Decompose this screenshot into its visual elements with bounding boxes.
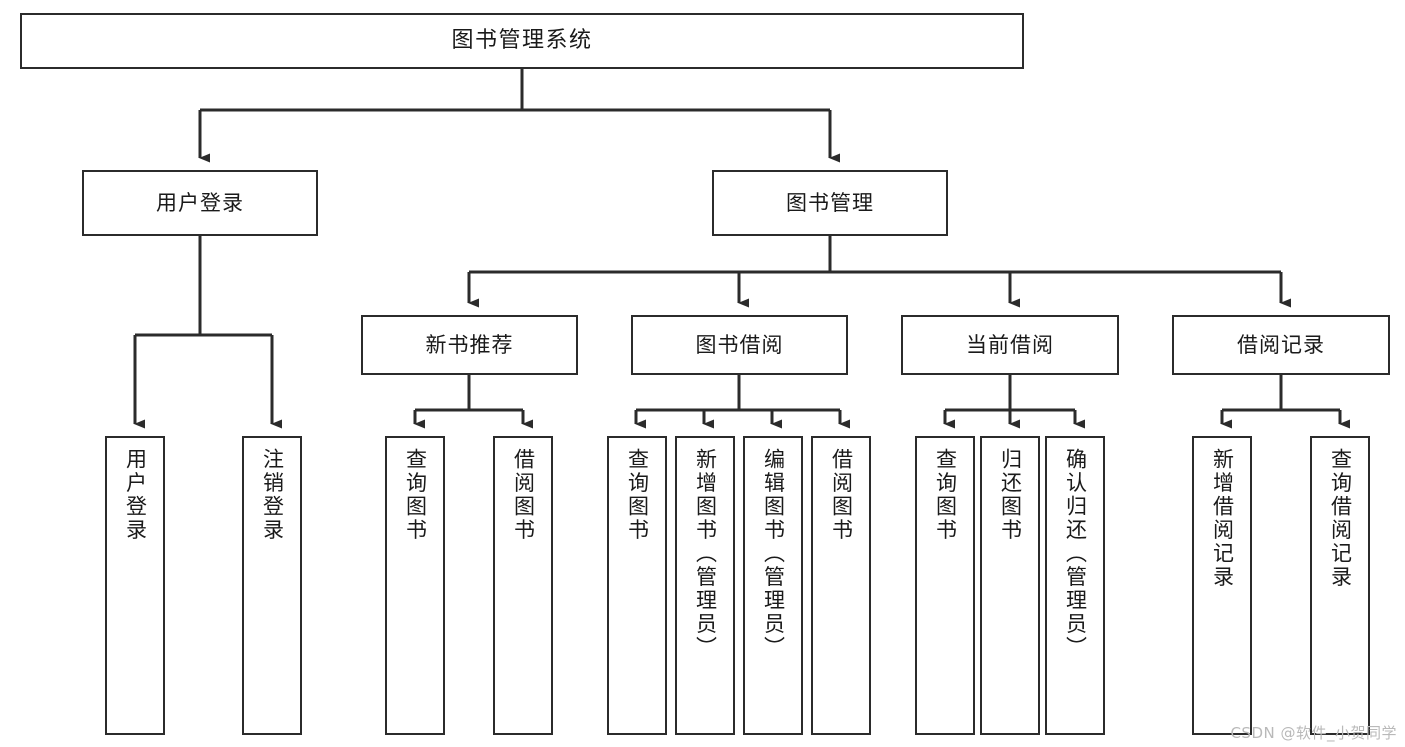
leaf-current-query-book[interactable]: 查询图书 — [915, 436, 975, 735]
leaf-current-return-book[interactable]: 归还图书 — [980, 436, 1040, 735]
node-user-login[interactable]: 用户登录 — [82, 170, 318, 236]
node-label: 图书管理 — [786, 190, 874, 215]
node-current-borrow[interactable]: 当前借阅 — [901, 315, 1119, 375]
node-borrow-record[interactable]: 借阅记录 — [1172, 315, 1390, 375]
node-label: 注销登录 — [260, 448, 285, 542]
leaf-user-login-login[interactable]: 用户登录 — [105, 436, 165, 735]
leaf-borrow-borrow-book[interactable]: 借阅图书 — [811, 436, 871, 735]
node-label: 新书推荐 — [425, 332, 514, 357]
node-label: 图书借阅 — [695, 332, 784, 357]
csdn-watermark: CSDN @软件_小贺同学 — [1230, 724, 1397, 742]
node-label: 归还图书 — [998, 448, 1023, 542]
node-label: 用户登录 — [156, 190, 244, 215]
leaf-borrow-query-book[interactable]: 查询图书 — [607, 436, 667, 735]
node-label: 查询图书 — [403, 448, 428, 542]
node-label: 图书管理系统 — [451, 28, 593, 54]
leaf-borrow-add-book-admin[interactable]: 新增图书（管理员） — [675, 436, 735, 735]
node-label: 用户登录 — [123, 448, 148, 542]
node-label: 确认归还（管理员） — [1063, 448, 1088, 660]
leaf-current-confirm-return-admin[interactable]: 确认归还（管理员） — [1045, 436, 1105, 735]
leaf-borrow-edit-book-admin[interactable]: 编辑图书（管理员） — [743, 436, 803, 735]
node-book-borrow[interactable]: 图书借阅 — [631, 315, 848, 375]
node-label: 编辑图书（管理员） — [761, 448, 786, 660]
node-new-book-recommend[interactable]: 新书推荐 — [361, 315, 578, 375]
leaf-recommend-borrow-book[interactable]: 借阅图书 — [493, 436, 553, 735]
leaf-record-query-record[interactable]: 查询借阅记录 — [1310, 436, 1370, 735]
node-label: 查询图书 — [933, 448, 958, 542]
leaf-record-add-record[interactable]: 新增借阅记录 — [1192, 436, 1252, 735]
node-label: 借阅图书 — [829, 448, 854, 542]
leaf-recommend-query-book[interactable]: 查询图书 — [385, 436, 445, 735]
node-label: 借阅记录 — [1237, 332, 1325, 357]
node-label: 新增图书（管理员） — [693, 448, 718, 660]
node-label: 借阅图书 — [511, 448, 536, 542]
node-label: 查询图书 — [625, 448, 650, 542]
node-label: 查询借阅记录 — [1328, 448, 1353, 589]
node-book-management[interactable]: 图书管理 — [712, 170, 948, 236]
leaf-user-login-logout[interactable]: 注销登录 — [242, 436, 302, 735]
node-root-system[interactable]: 图书管理系统 — [20, 13, 1024, 69]
node-label: 当前借阅 — [966, 332, 1054, 357]
node-label: 新增借阅记录 — [1210, 448, 1235, 589]
